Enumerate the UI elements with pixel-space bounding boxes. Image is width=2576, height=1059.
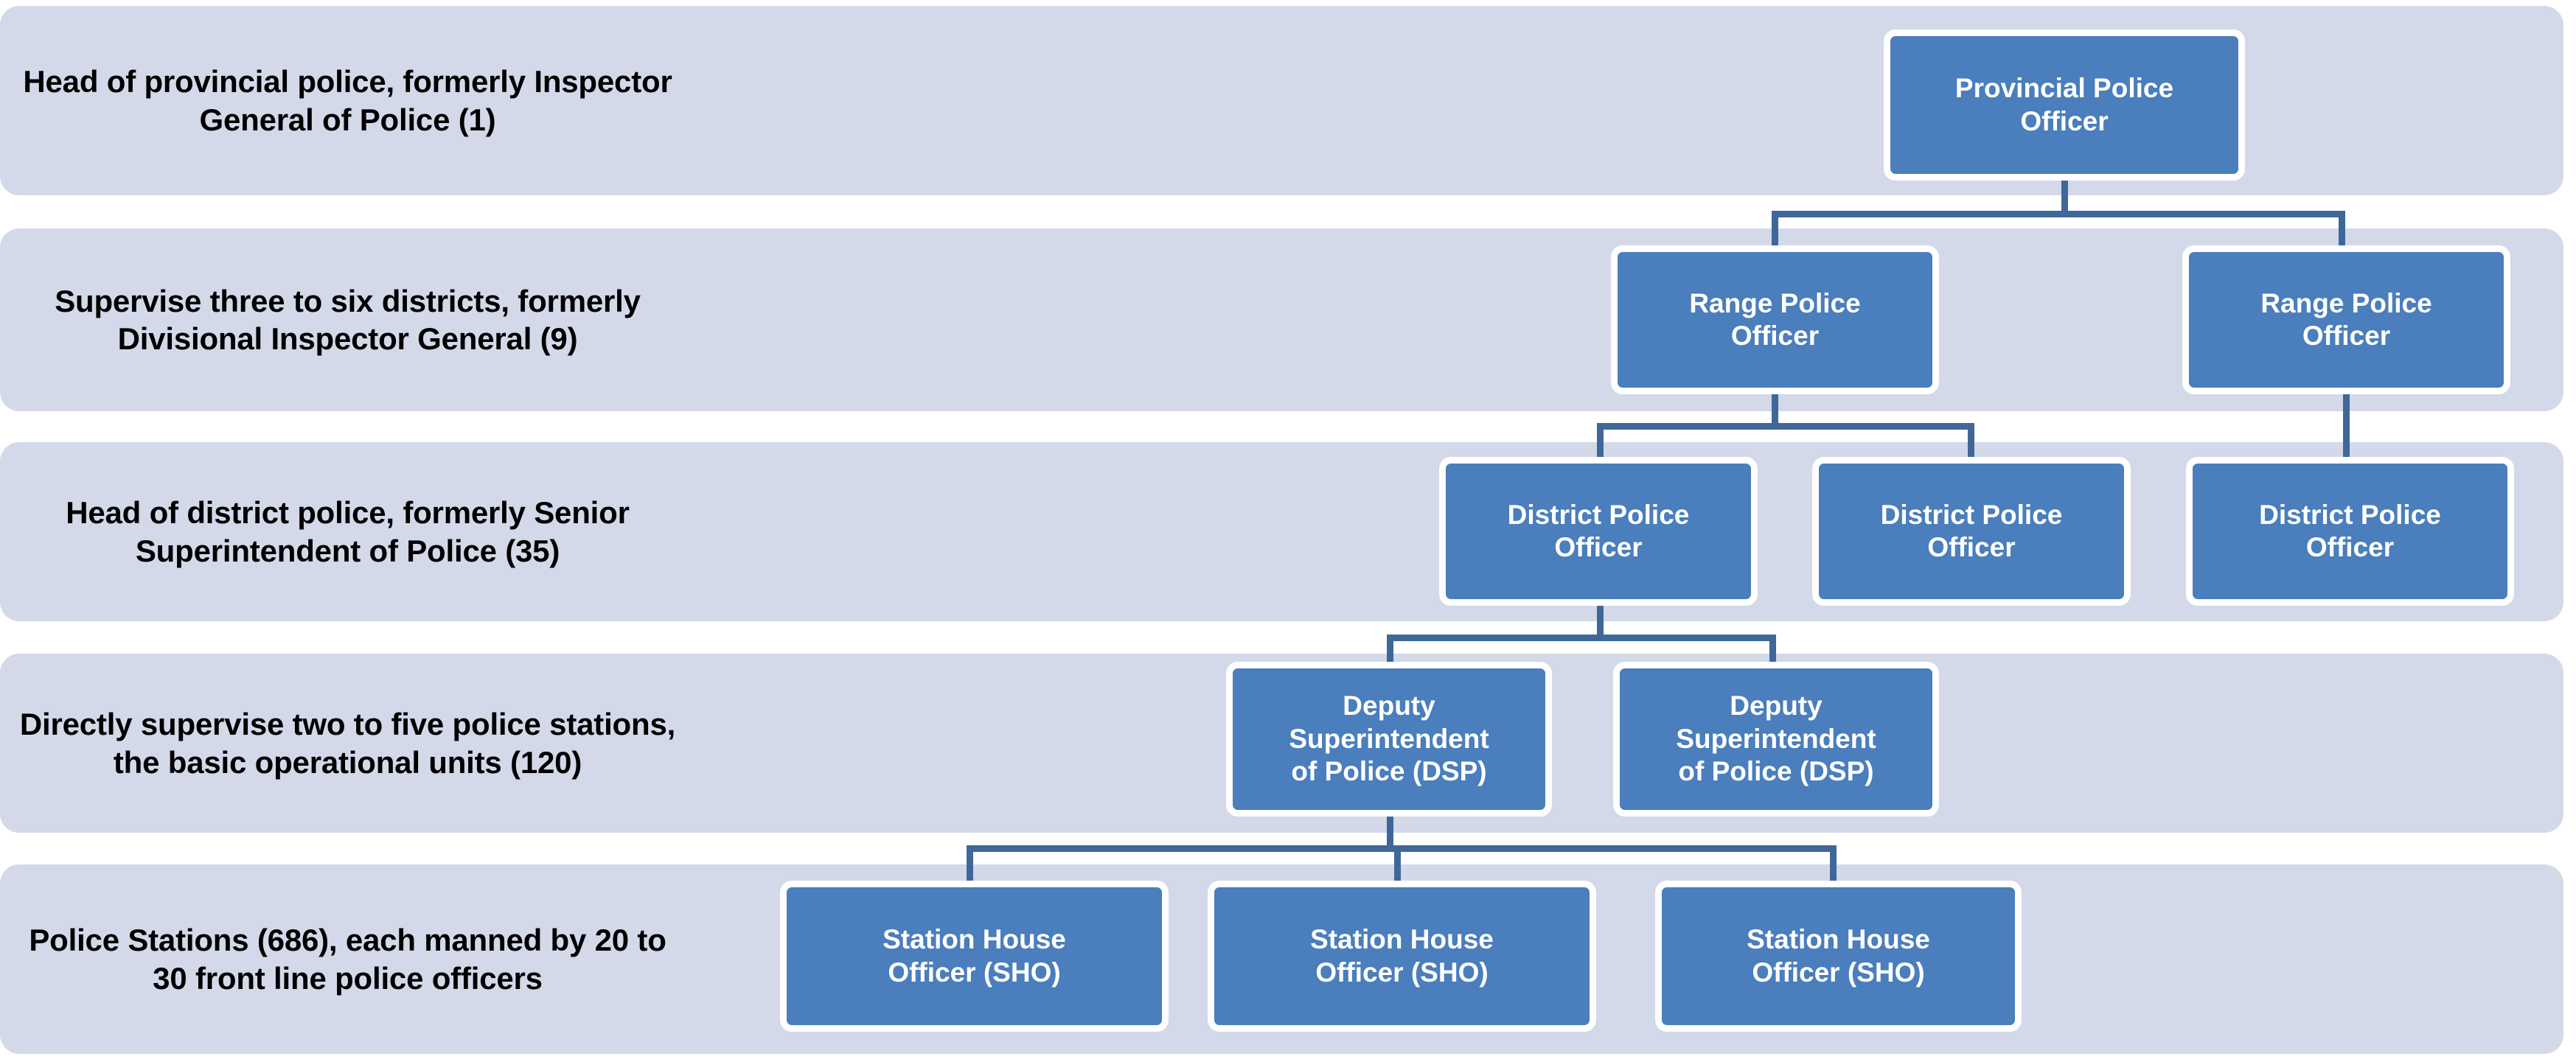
node-provincial-police-officer[interactable]: Provincial Police Officer — [1884, 29, 2245, 181]
node-station-house-officer-1[interactable]: Station House Officer (SHO) — [780, 881, 1169, 1032]
connector-l4-bus — [1387, 635, 1776, 641]
level-5-description: Police Stations (686), each manned by 20… — [29, 923, 666, 996]
connector-l4-left-drop — [1387, 817, 1393, 847]
node-district-police-officer-2[interactable]: District Police Officer — [1812, 457, 2131, 606]
node-district-police-officer-3[interactable]: District Police Officer — [2186, 457, 2514, 606]
node-station-house-officer-3[interactable]: Station House Officer (SHO) — [1655, 881, 2022, 1032]
connector-l3-riser-2 — [1968, 423, 1974, 458]
level-2-description: Supervise three to six districts, former… — [55, 283, 641, 356]
connector-l5-riser-3 — [1830, 845, 1837, 882]
node-range-police-officer-2[interactable]: Range Police Officer — [2182, 245, 2510, 394]
connector-l3-riser-1 — [1597, 423, 1604, 458]
node-district-police-officer-1[interactable]: District Police Officer — [1439, 457, 1758, 606]
connector-l2-left-drop — [1772, 394, 1778, 425]
node-deputy-superintendent-of-police-1[interactable]: Deputy Superintendent of Police (DSP) — [1226, 662, 1552, 817]
node-range-police-officer-1[interactable]: Range Police Officer — [1611, 245, 1939, 394]
node-station-house-officer-2[interactable]: Station House Officer (SHO) — [1208, 881, 1596, 1032]
connector-l1-drop — [2061, 181, 2068, 214]
connector-l5-riser-2 — [1394, 845, 1401, 882]
level-3-description: Head of district police, formerly Senior… — [66, 495, 630, 568]
node-deputy-superintendent-of-police-2[interactable]: Deputy Superintendent of Police (DSP) — [1613, 662, 1939, 817]
connector-l3-left-drop — [1597, 606, 1604, 637]
connector-l2-bus — [1772, 211, 2345, 217]
connector-l5-bus — [967, 845, 1837, 852]
level-band-2: Supervise three to six districts, former… — [0, 228, 2563, 411]
connector-l5-riser-1 — [967, 845, 973, 882]
connector-l2-riser-1 — [1772, 211, 1778, 248]
level-4-description: Directly supervise two to five police st… — [19, 707, 676, 780]
connector-l3-bus — [1597, 423, 1974, 430]
connector-l2-right-drop — [2343, 394, 2350, 458]
connector-l2-riser-2 — [2339, 211, 2345, 248]
connector-l4-riser-1 — [1387, 635, 1393, 667]
connector-l4-riser-2 — [1769, 635, 1776, 667]
level-band-3: Head of district police, formerly Senior… — [0, 442, 2563, 621]
level-1-description: Head of provincial police, formerly Insp… — [23, 64, 672, 137]
